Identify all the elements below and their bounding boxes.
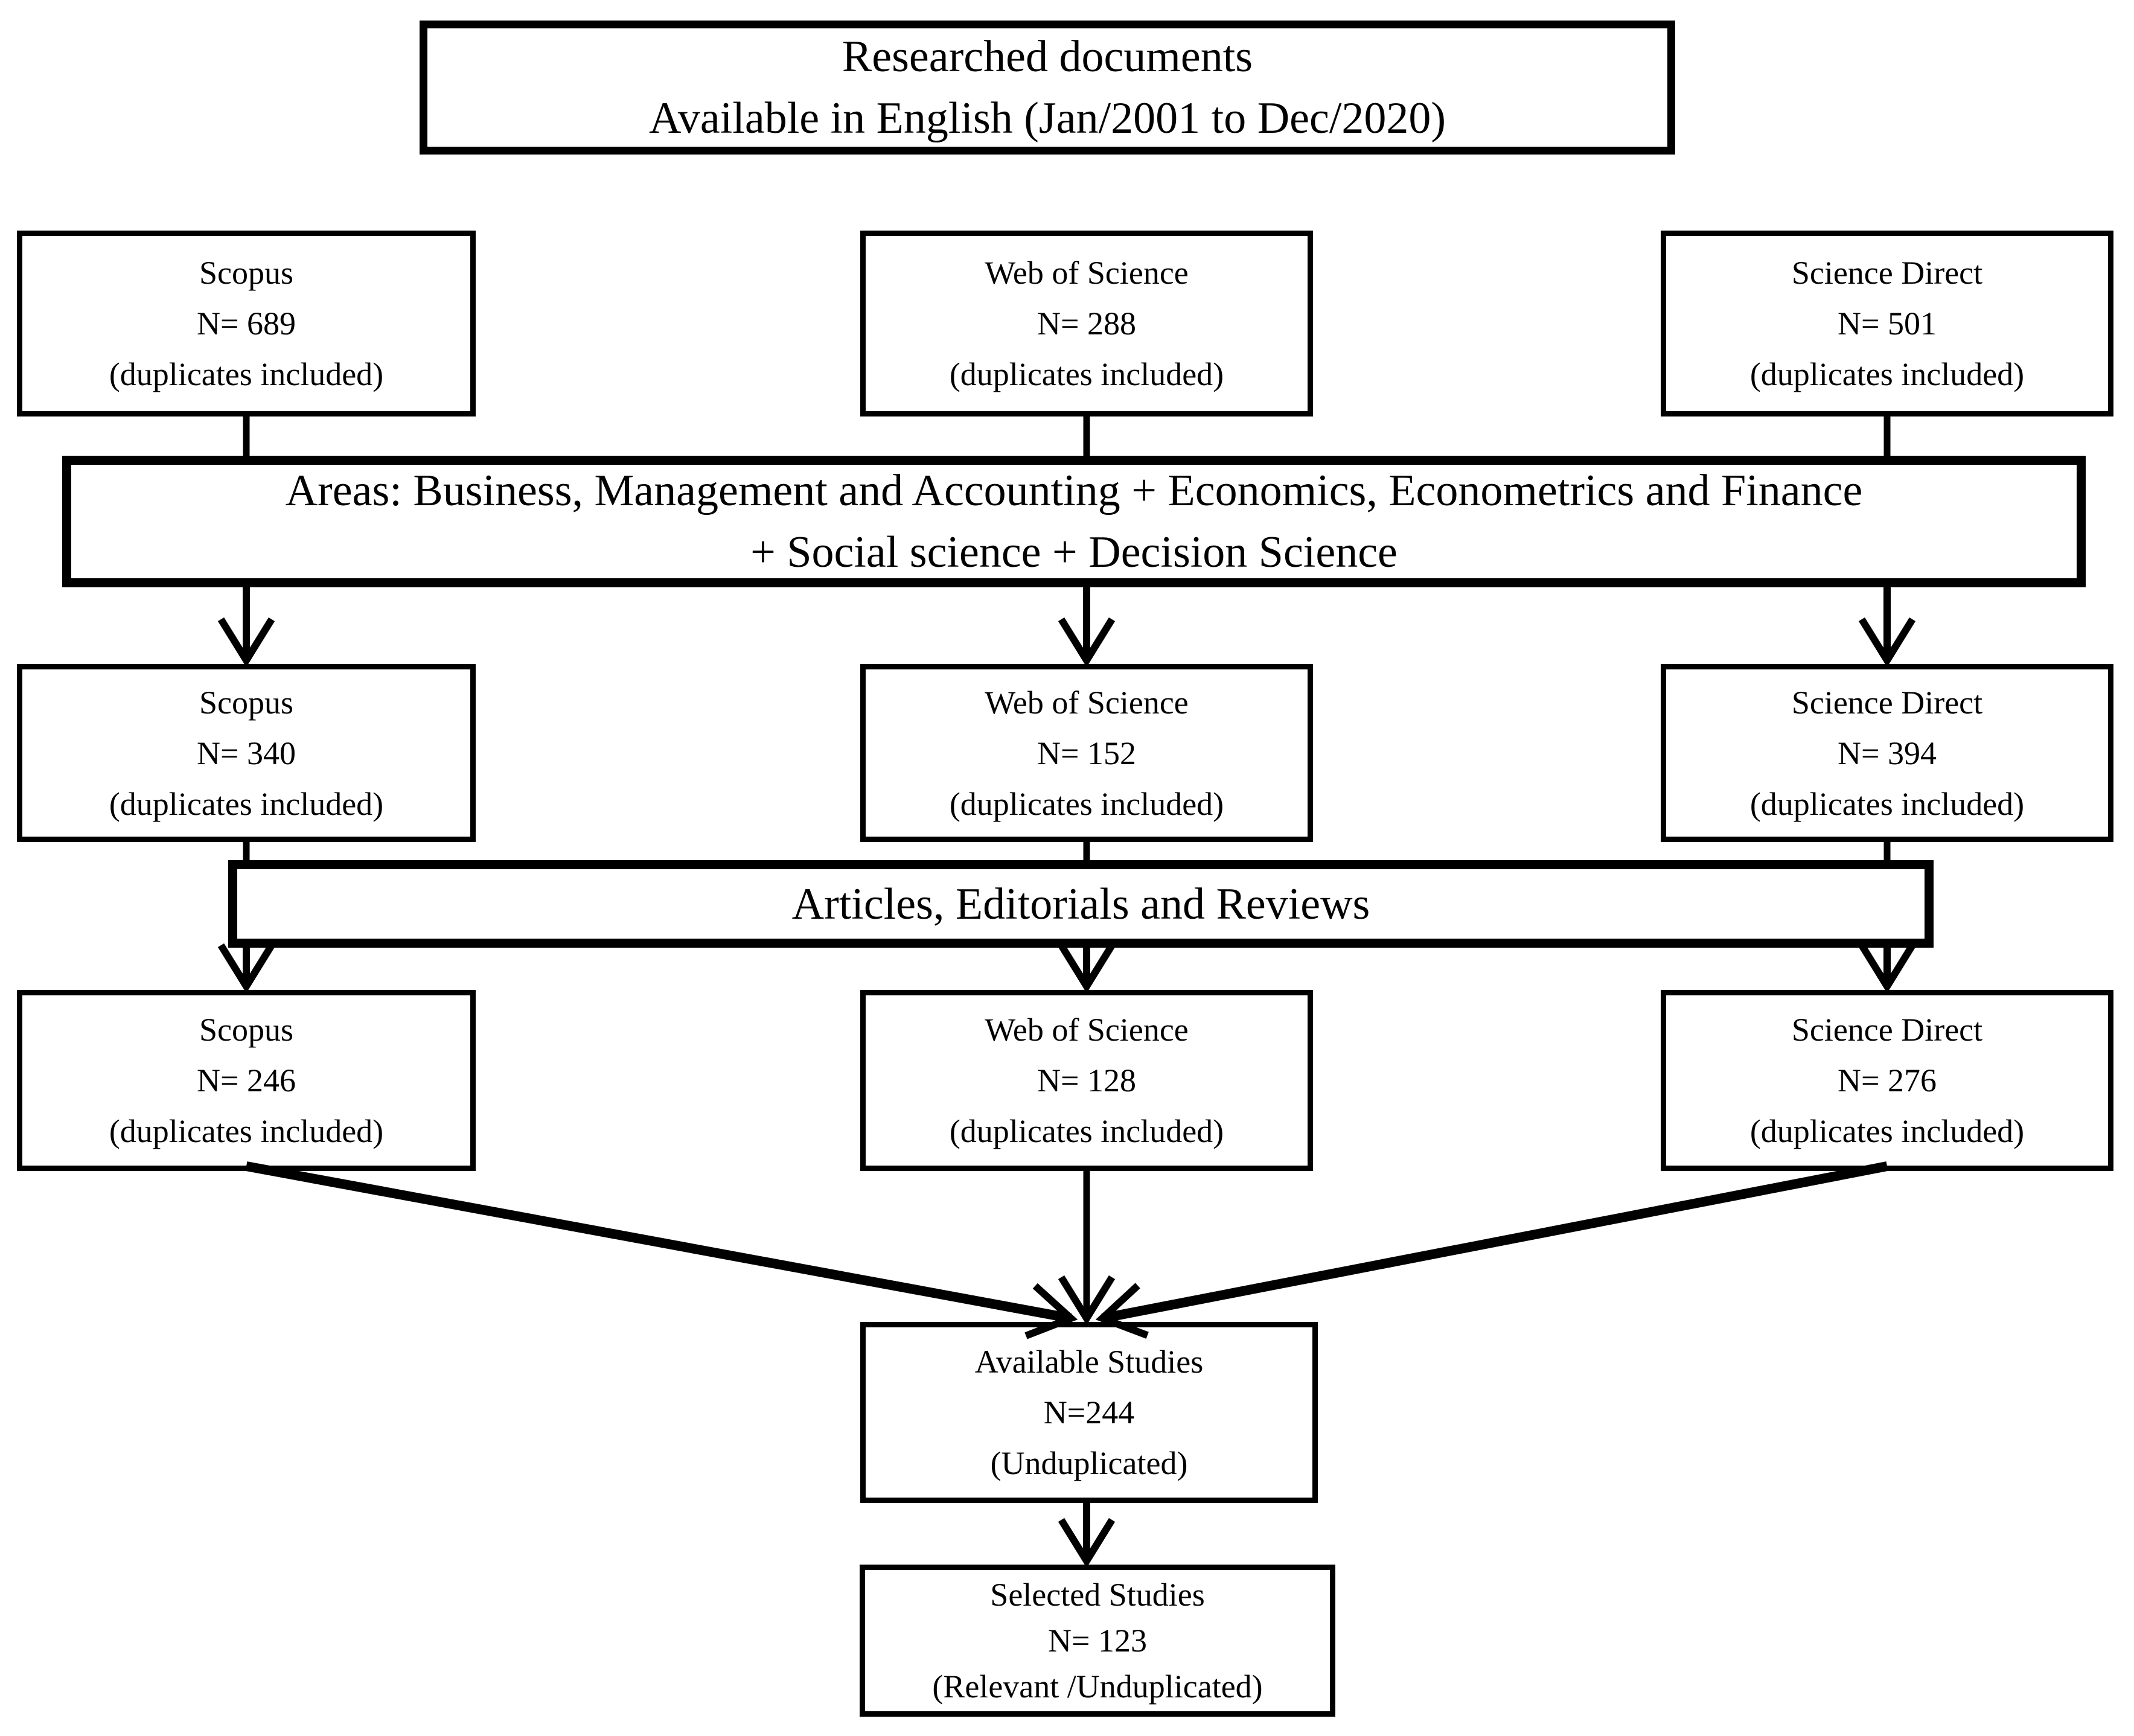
- record-note: (duplicates included): [1749, 1113, 2025, 1149]
- record-note: (duplicates included): [949, 356, 1224, 392]
- source-name: Web of Science: [985, 255, 1189, 291]
- source-name: Scopus: [199, 255, 293, 291]
- source-name: Web of Science: [985, 684, 1189, 721]
- areas-filter-box: Areas: Business, Management and Accounti…: [62, 456, 2086, 587]
- title-box: Researched documents Available in Englis…: [420, 21, 1675, 155]
- record-count: N= 394: [1838, 735, 1937, 771]
- areas-filter-line1: Areas: Business, Management and Accounti…: [285, 466, 1863, 515]
- record-note: (duplicates included): [109, 356, 384, 392]
- record-count: N= 246: [197, 1062, 296, 1099]
- selected-studies-box: Selected Studies N= 123 (Relevant /Undup…: [860, 1565, 1335, 1717]
- record-count: N= 288: [1037, 305, 1136, 342]
- arrow-scopus3-to-available: [245, 1161, 1078, 1339]
- record-count: N= 689: [197, 305, 296, 342]
- record-note: (duplicates included): [949, 785, 1224, 822]
- selected-count: N= 123: [1048, 1623, 1147, 1659]
- record-note: (duplicates included): [949, 1113, 1224, 1149]
- source-name: Web of Science: [985, 1012, 1189, 1048]
- doctype-filter-box: Articles, Editorials and Reviews: [228, 860, 1934, 948]
- record-note: (duplicates included): [109, 1113, 384, 1149]
- available-studies-box: Available Studies N=244 (Unduplicated): [860, 1322, 1318, 1503]
- source-name: Scopus: [199, 684, 293, 721]
- record-note: (duplicates included): [1749, 356, 2025, 392]
- record-count: N= 128: [1037, 1062, 1136, 1099]
- available-note: (Unduplicated): [990, 1445, 1188, 1481]
- title-line2: Available in English (Jan/2001 to Dec/20…: [648, 94, 1446, 143]
- title-line1: Researched documents: [842, 32, 1253, 81]
- available-count: N=244: [1043, 1394, 1135, 1431]
- record-note: (duplicates included): [1749, 785, 2025, 822]
- record-count: N= 276: [1838, 1062, 1937, 1099]
- record-note: (duplicates included): [109, 785, 384, 822]
- areas-filter-line2: + Social science + Decision Science: [750, 528, 1398, 577]
- record-count: N= 340: [197, 735, 296, 771]
- box-web-of-science-after-areas: Web of Science N= 152 (duplicates includ…: [860, 664, 1313, 842]
- source-name: Science Direct: [1791, 255, 1983, 291]
- source-name: Scopus: [199, 1012, 293, 1048]
- available-title: Available Studies: [974, 1344, 1204, 1380]
- source-name: Science Direct: [1791, 1012, 1983, 1048]
- selected-title: Selected Studies: [990, 1577, 1205, 1613]
- source-name: Science Direct: [1791, 684, 1983, 721]
- record-count: N= 501: [1838, 305, 1937, 342]
- box-science-direct-after-areas: Science Direct N= 394 (duplicates includ…: [1661, 664, 2113, 842]
- record-count: N= 152: [1037, 735, 1136, 771]
- doctype-filter-line1: Articles, Editorials and Reviews: [791, 879, 1370, 929]
- selected-note: (Relevant /Unduplicated): [932, 1668, 1263, 1705]
- arrow-sd3-to-available: [1095, 1161, 1888, 1339]
- box-scopus-after-areas: Scopus N= 340 (duplicates included): [17, 664, 476, 842]
